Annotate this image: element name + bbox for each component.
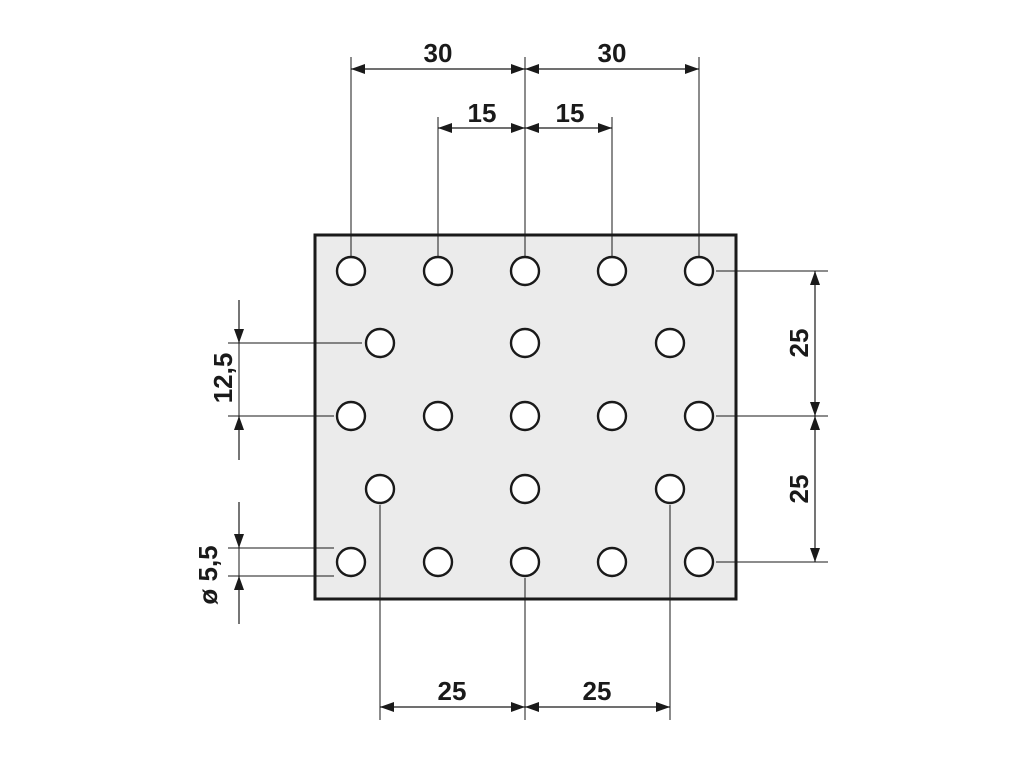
dim-label-top-15-left: 15 — [468, 98, 497, 128]
hole — [509, 546, 541, 578]
hole — [683, 400, 715, 432]
hole — [596, 400, 628, 432]
hole — [422, 400, 454, 432]
top-extension-lines — [350, 57, 700, 257]
hole — [596, 255, 628, 287]
hole — [364, 473, 396, 505]
hole — [335, 255, 367, 287]
hole — [509, 473, 541, 505]
dim-label-top-30-right: 30 — [598, 38, 627, 68]
hole — [596, 546, 628, 578]
hole-pattern — [335, 255, 715, 578]
hole — [335, 546, 367, 578]
dim-label-left-diameter: ø 5,5 — [193, 545, 223, 604]
dim-label-bottom-25-right: 25 — [583, 676, 612, 706]
dim-label-left-12-5: 12,5 — [208, 353, 238, 404]
hole — [654, 327, 686, 359]
hole — [335, 400, 367, 432]
hole — [422, 546, 454, 578]
dim-label-top-15-right: 15 — [556, 98, 585, 128]
hole — [654, 473, 686, 505]
hole — [364, 327, 396, 359]
hole — [509, 400, 541, 432]
dim-label-bottom-25-left: 25 — [438, 676, 467, 706]
left-extension-lines-12-5 — [228, 342, 362, 417]
dim-label-right-25-lower: 25 — [784, 475, 814, 504]
hole — [509, 327, 541, 359]
dim-label-top-30-left: 30 — [424, 38, 453, 68]
dim-label-right-25-upper: 25 — [784, 329, 814, 358]
left-extension-lines-diameter — [228, 547, 334, 577]
right-extension-lines — [716, 270, 828, 563]
hole — [422, 255, 454, 287]
hole — [683, 546, 715, 578]
bottom-extension-lines — [379, 505, 671, 720]
hole — [683, 255, 715, 287]
hole — [509, 255, 541, 287]
